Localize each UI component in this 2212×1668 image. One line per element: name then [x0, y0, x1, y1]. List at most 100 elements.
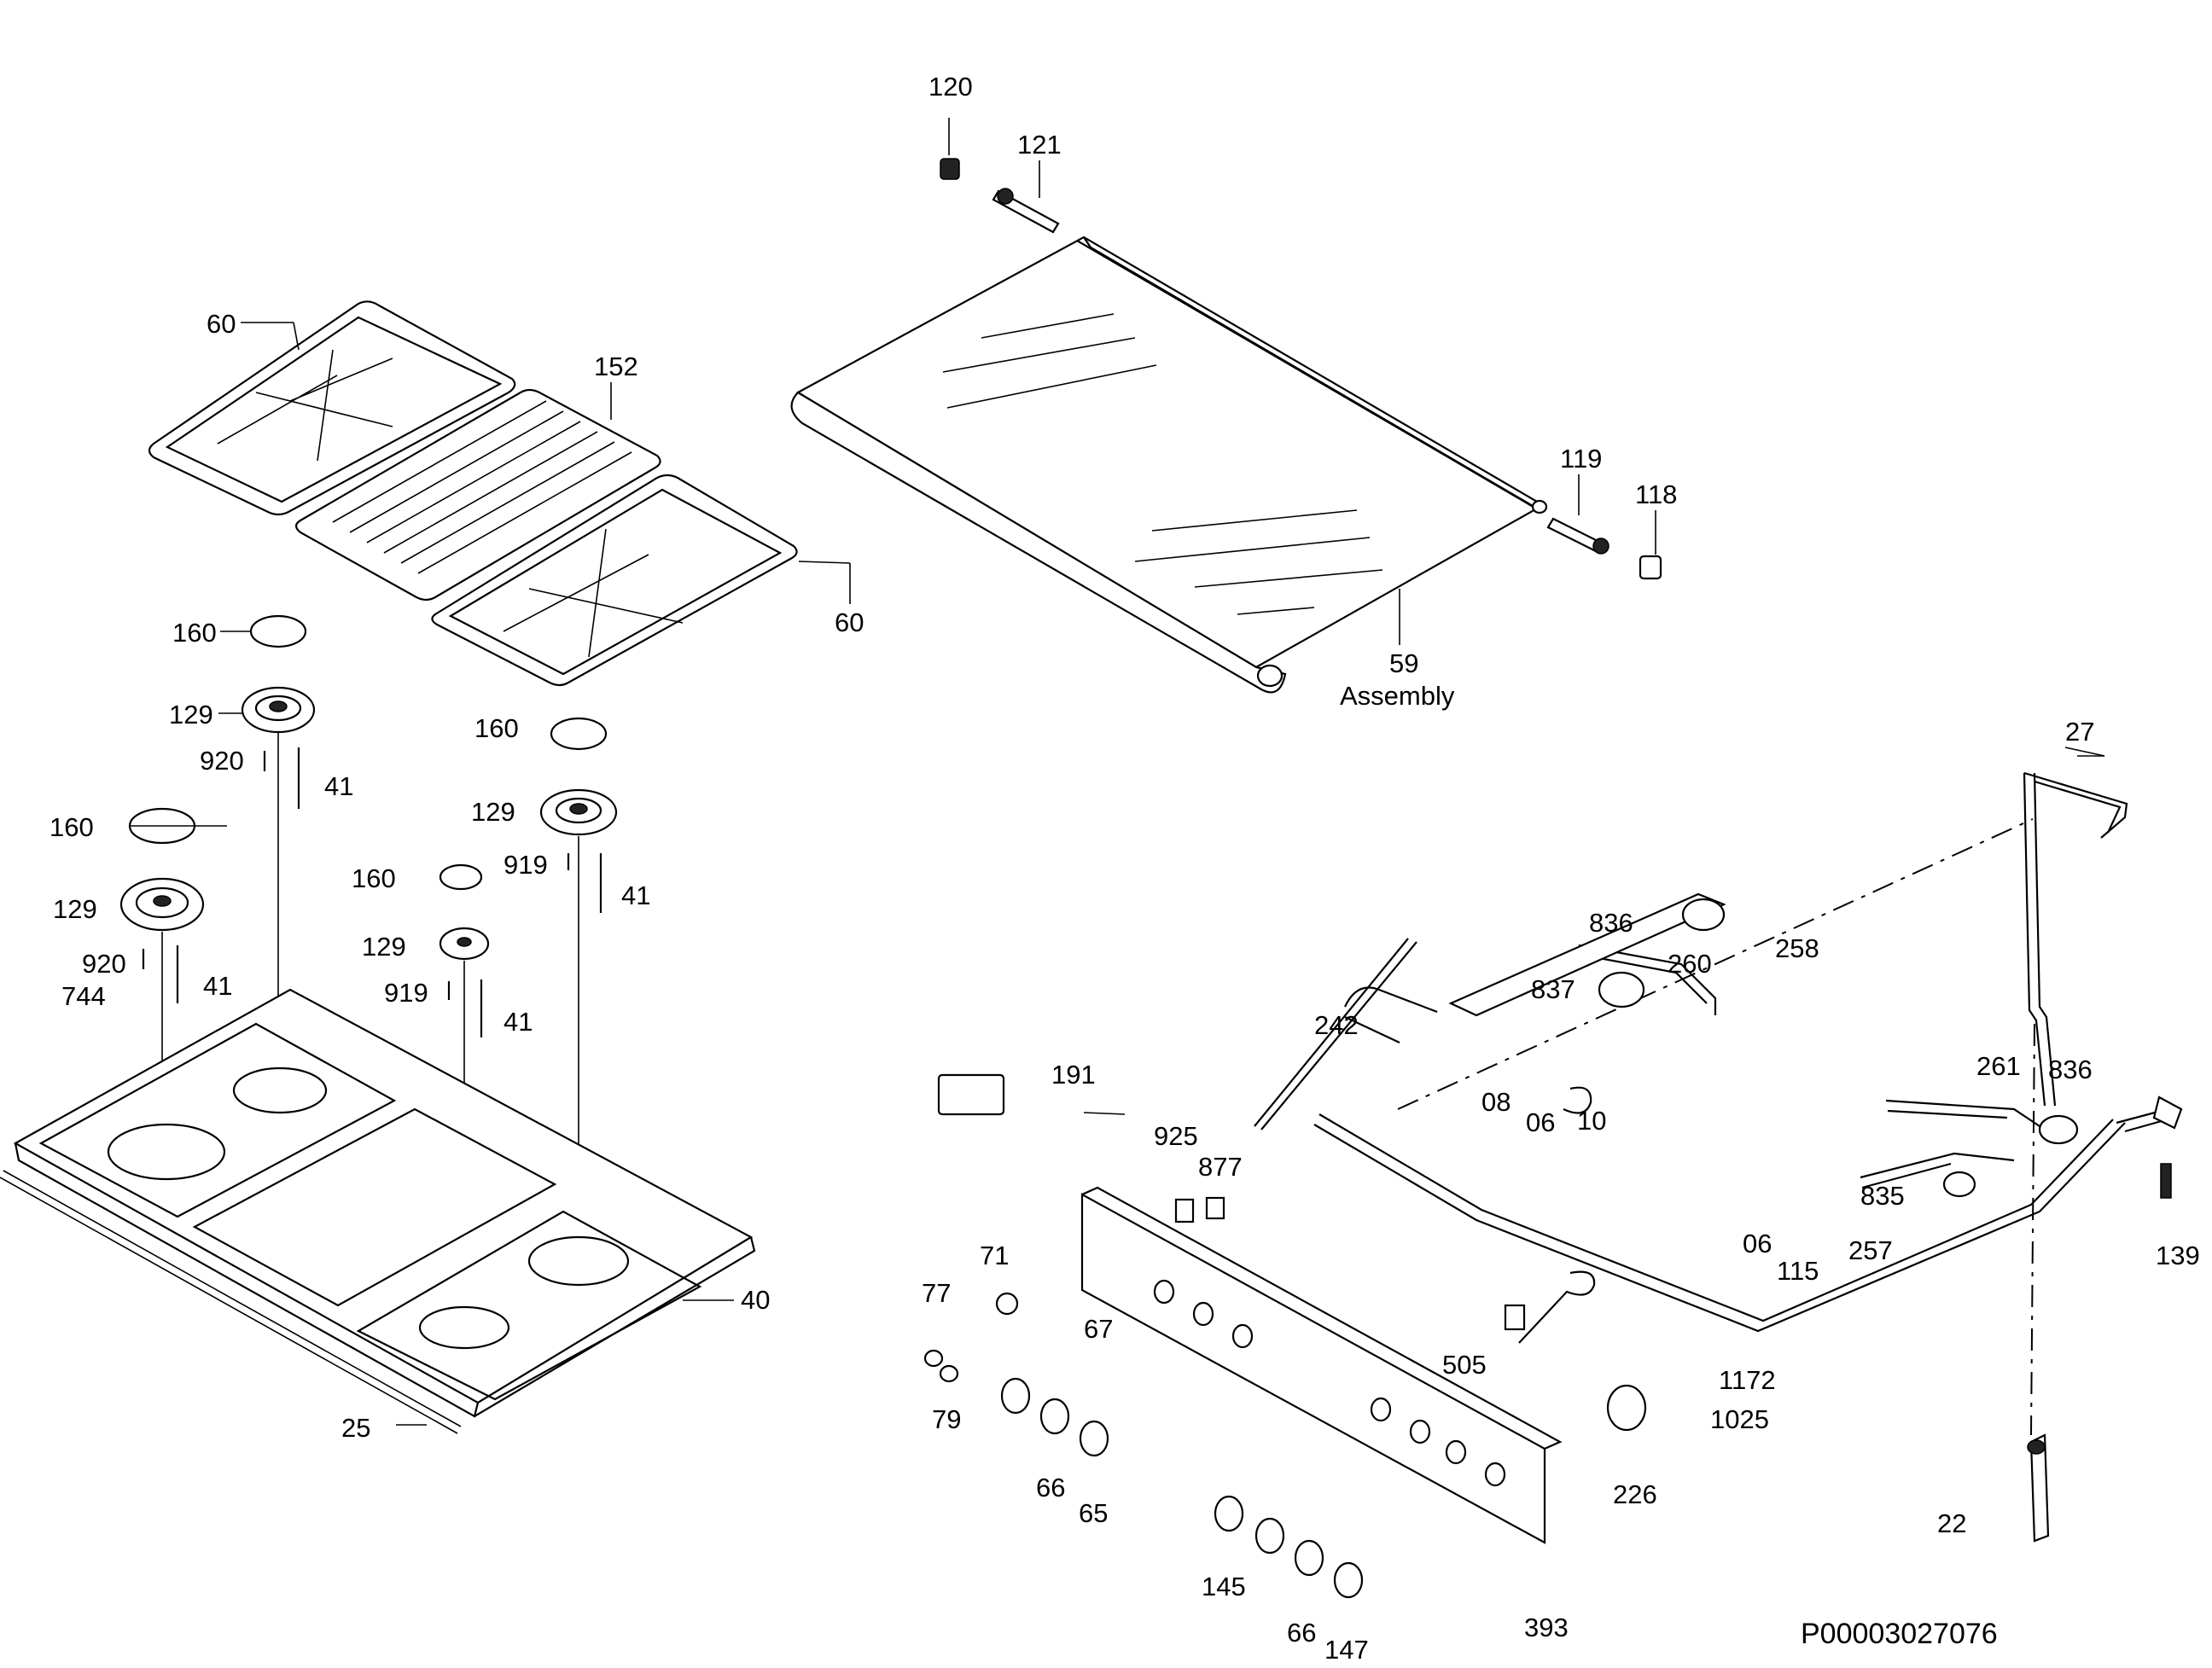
callout-118: 118 — [1635, 479, 1677, 509]
callout-152: 152 — [594, 352, 638, 381]
callout-66-b: 66 — [1287, 1618, 1316, 1648]
callout-920-b: 920 — [82, 949, 126, 979]
hob-top-40 — [0, 988, 756, 1434]
callout-120: 120 — [928, 72, 973, 102]
callout-60-a: 60 — [207, 309, 236, 339]
spark-generator-505 — [1504, 1304, 1526, 1331]
callout-836-a: 836 — [1589, 908, 1633, 938]
callout-191: 191 — [1051, 1060, 1096, 1090]
callout-919-b: 919 — [384, 978, 428, 1008]
callout-41-c: 41 — [203, 971, 232, 1001]
callout-919-a: 919 — [504, 850, 548, 880]
seal-strip-25 — [0, 1177, 458, 1434]
callout-67: 67 — [1084, 1314, 1113, 1344]
burner-cap-160-c — [439, 863, 483, 891]
leader-lines — [130, 118, 2105, 1426]
lamp-79 — [939, 1364, 959, 1383]
callout-27: 27 — [2065, 717, 2094, 747]
callout-836-b: 836 — [2048, 1055, 2093, 1084]
callout-160-d: 160 — [352, 863, 396, 893]
glass-lid-assembly — [790, 235, 1548, 694]
callout-920-a: 920 — [200, 746, 244, 776]
callout-40: 40 — [741, 1285, 770, 1315]
gas-tap-836-a — [1681, 898, 1726, 932]
callout-877: 877 — [1198, 1152, 1243, 1182]
gas-connector-139 — [2160, 1163, 2172, 1199]
pan-support-left-60 — [148, 300, 516, 516]
callout-258: 258 — [1775, 933, 1819, 963]
gas-tap-837 — [1598, 971, 1645, 1008]
callout-744: 744 — [61, 981, 106, 1011]
callout-129-a: 129 — [169, 700, 213, 729]
callout-60-b: 60 — [835, 607, 864, 637]
callout-835: 835 — [1860, 1181, 1905, 1211]
callout-129-d: 129 — [362, 932, 406, 962]
switch-877 — [1205, 1196, 1225, 1220]
knob-holes — [1153, 1279, 1506, 1487]
callout-59-assembly: Assembly — [1340, 681, 1455, 711]
callout-71: 71 — [980, 1241, 1009, 1270]
callout-1172: 1172 — [1719, 1365, 1776, 1395]
gas-piping — [1254, 771, 2183, 1436]
callout-261: 261 — [1976, 1051, 2021, 1081]
callout-393: 393 — [1524, 1613, 1569, 1642]
electrodes-920-919 — [142, 751, 570, 1000]
callout-labels: 120 121 119 118 59 Assembly 60 152 60 16… — [49, 72, 2200, 1665]
glass-reflection-lines — [942, 313, 1383, 615]
callout-10: 10 — [1577, 1106, 1606, 1136]
bracket-22 — [2029, 1433, 2050, 1543]
gas-inlet-elbow — [2152, 1096, 2183, 1130]
callout-79: 79 — [932, 1404, 961, 1434]
callout-257: 257 — [1848, 1235, 1893, 1265]
callout-65: 65 — [1079, 1498, 1108, 1528]
lamp-77 — [923, 1349, 944, 1368]
callout-06-a: 06 — [1526, 1107, 1555, 1137]
pan-support-right-60 — [431, 474, 798, 687]
gas-tap-835 — [1942, 1171, 1976, 1198]
timer-226 — [1606, 1384, 1647, 1432]
callout-139: 139 — [2156, 1241, 2200, 1270]
hinge-cap-120 — [940, 158, 960, 180]
hinge-right — [1546, 517, 1662, 580]
callout-160-b: 160 — [474, 713, 519, 743]
callout-147: 147 — [1324, 1635, 1369, 1664]
switch-925 — [1174, 1198, 1195, 1223]
callout-1025: 1025 — [1710, 1404, 1769, 1434]
callout-22: 22 — [1937, 1508, 1966, 1538]
callout-25: 25 — [341, 1413, 370, 1443]
callout-121: 121 — [1017, 130, 1062, 160]
hinge-left — [940, 158, 1060, 234]
callout-129-c: 129 — [53, 894, 97, 924]
callout-115: 115 — [1777, 1256, 1819, 1286]
callout-160-a: 160 — [172, 618, 217, 648]
hinge-cap-118 — [1639, 555, 1662, 580]
callout-08: 08 — [1481, 1087, 1511, 1117]
callout-41-d: 41 — [504, 1007, 533, 1037]
gas-tap-836-b — [2038, 1114, 2079, 1145]
misc-parts — [923, 898, 2079, 1543]
burner-cap-160-a — [249, 614, 307, 648]
thermocouples-41 — [176, 747, 602, 1037]
control-panel-393 — [1080, 1186, 1563, 1544]
callout-06-b: 06 — [1743, 1229, 1772, 1258]
callout-260: 260 — [1668, 949, 1712, 979]
callout-66-a: 66 — [1036, 1473, 1065, 1502]
callout-837: 837 — [1531, 974, 1575, 1004]
terminal-block-191 — [937, 1073, 1005, 1116]
callout-119: 119 — [1560, 444, 1602, 474]
callout-77: 77 — [922, 1278, 951, 1308]
callout-925: 925 — [1154, 1121, 1198, 1151]
callout-145: 145 — [1202, 1572, 1246, 1601]
control-knobs — [1000, 1377, 1364, 1599]
callout-226: 226 — [1613, 1479, 1657, 1509]
burner-cap-160-d — [550, 717, 608, 751]
diagram-code: P00003027076 — [1801, 1618, 1998, 1650]
callout-59: 59 — [1389, 648, 1418, 678]
callout-160-c: 160 — [49, 812, 94, 842]
callout-41-a: 41 — [324, 771, 353, 801]
callout-129-b: 129 — [471, 797, 515, 827]
grill-rack-152 — [294, 388, 661, 602]
callout-41-b: 41 — [621, 880, 650, 910]
